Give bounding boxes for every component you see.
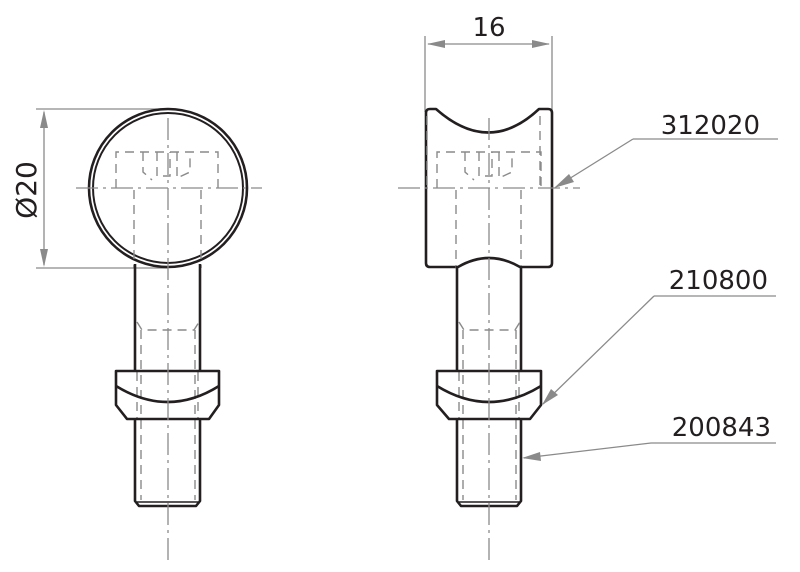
diameter-label: Ø20: [10, 161, 43, 219]
stem-side: [455, 266, 523, 500]
front-view: Ø20: [10, 107, 262, 560]
stem: [133, 264, 202, 500]
hidden-socket-lines: [115, 151, 219, 268]
ball-side: [424, 107, 554, 269]
callout-210800: 210800: [542, 266, 776, 405]
callout-label-312020: 312020: [661, 111, 760, 141]
callout-200843: 200843: [522, 413, 776, 461]
width-dimension: 16: [424, 13, 553, 112]
callout-label-210800: 210800: [669, 266, 768, 296]
side-view: 16: [398, 13, 778, 560]
callout-label-200843: 200843: [672, 413, 771, 443]
width-label: 16: [472, 13, 505, 43]
callout-312020: 312020: [554, 111, 778, 188]
diameter-dimension: Ø20: [10, 108, 168, 269]
hidden-socket-lines-side: [426, 116, 542, 268]
